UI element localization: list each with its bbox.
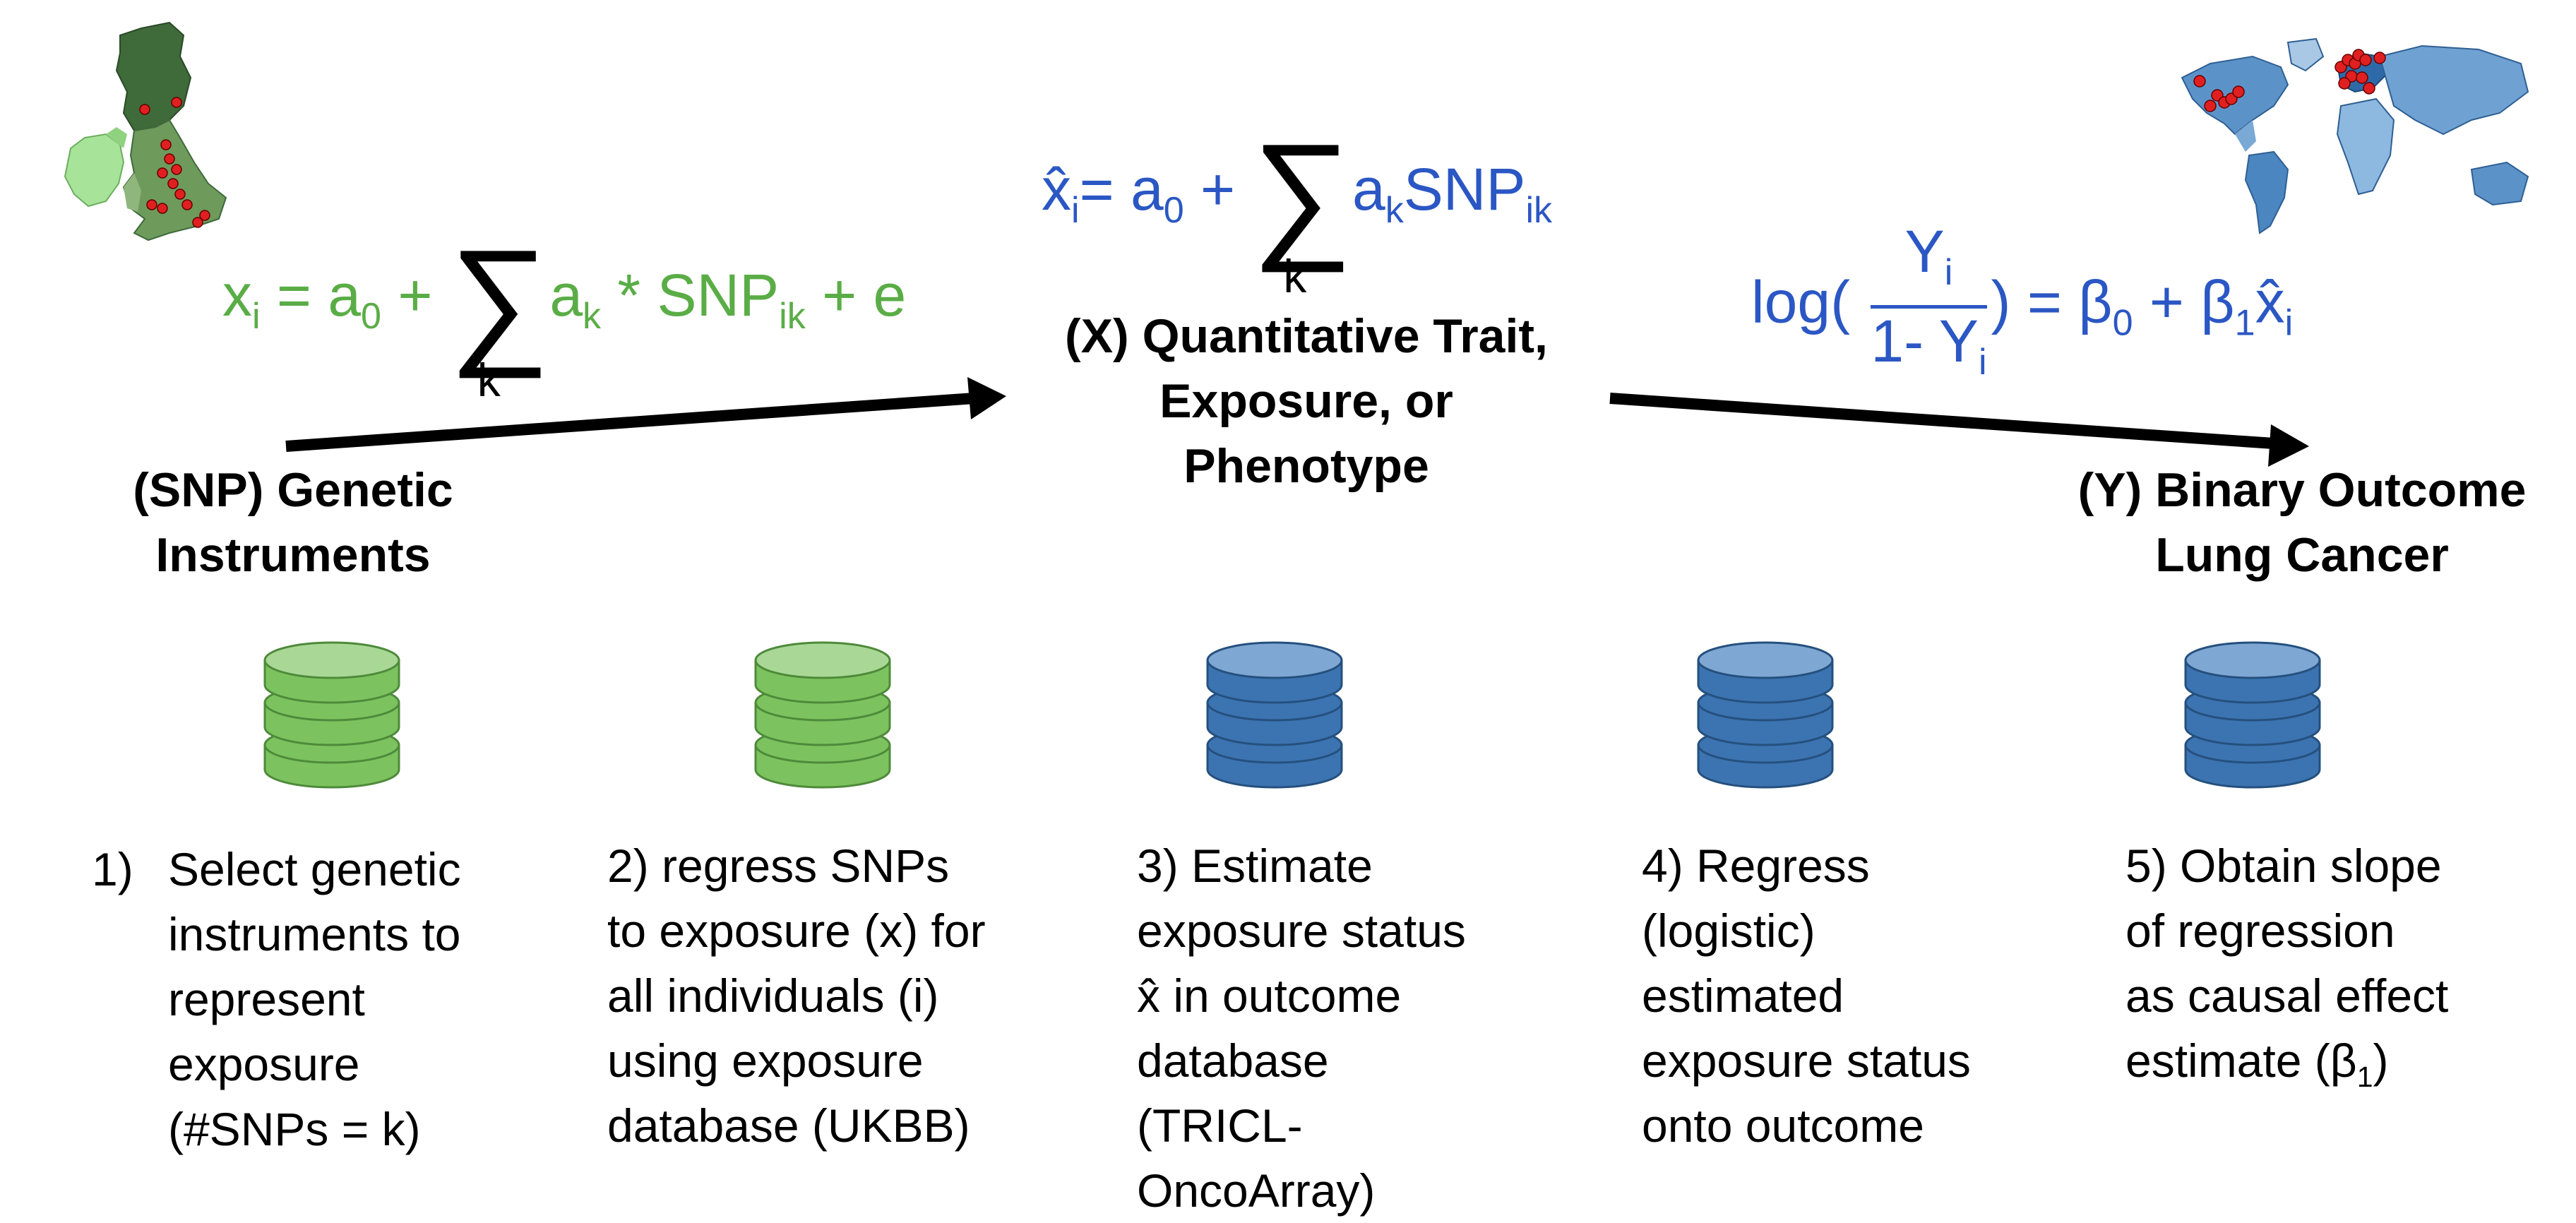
step-5-line: of regression (2125, 905, 2395, 957)
step-4-line: exposure status (1642, 1034, 1971, 1087)
equation-snp-exposure: xi = a0 + ∑ k ak * SNPik + e (222, 221, 907, 407)
step-5-line: as causal effect (2125, 970, 2449, 1022)
step-3-line: exposure status (1137, 905, 1466, 957)
step-5-line: 5) Obtain slope (2125, 840, 2442, 892)
arrow-snp-to-x (285, 393, 975, 452)
step-3-line: x̂ in outcome (1137, 970, 1402, 1022)
step-1-line: exposure (168, 1038, 360, 1090)
arrow-snp-to-x-head (967, 377, 1006, 419)
step-1-line: (#SNPs = k) (168, 1103, 421, 1155)
step-1-number: 1) (92, 843, 133, 895)
step-1-line: instruments to (168, 908, 461, 960)
step-1-line: Select genetic (168, 843, 461, 895)
arrow-x-to-y (1609, 393, 2274, 449)
sigma-symbol: ∑ (1251, 115, 1352, 273)
database-icon (754, 641, 891, 789)
sum-index: k (1283, 250, 1307, 302)
step-2-line: 2) regress SNPs (607, 840, 950, 892)
step-5: 5) Obtain slope of regression as causal … (2125, 833, 2448, 1109)
database-icon (263, 641, 400, 789)
step-2-line: using exposure (607, 1034, 924, 1087)
step-5-line-last: estimate (β1) (2125, 1034, 2389, 1094)
world-map-icon (2181, 37, 2529, 234)
step-3-line: OncoArray) (1137, 1164, 1376, 1217)
step-3-line: 3) Estimate (1137, 840, 1373, 892)
step-4-line: (logistic) (1642, 905, 1815, 957)
database-icon (1206, 641, 1343, 789)
equation-logistic: log( Yi 1- Yi ) = β0 + β1x̂i (1751, 218, 2294, 383)
step-2-line: to exposure (x) for (607, 905, 986, 957)
step-4-line: estimated (1642, 970, 1844, 1022)
sum-index: k (477, 354, 501, 406)
uk-map-icon (64, 21, 227, 241)
database-icon (2184, 641, 2321, 789)
sigma-symbol: ∑ (448, 221, 550, 378)
step-1: 1) Select genetic instruments to represe… (92, 837, 461, 1162)
arrow-x-to-y-head (2268, 424, 2309, 467)
step-2-line: database (UKBB) (607, 1099, 970, 1152)
step-3-line: (TRICL- (1137, 1099, 1303, 1152)
step-3-line: database (1137, 1034, 1329, 1087)
step-3: 3) Estimate exposure status x̂ in outcom… (1137, 833, 1466, 1223)
step-1-line: represent (168, 973, 365, 1025)
step-4-line: 4) Regress (1642, 840, 1870, 892)
step-4-line: onto outcome (1642, 1099, 1924, 1152)
step-2-line: all individuals (i) (607, 970, 939, 1022)
equation-exposure-estimate: x̂i= a0 + ∑ k akSNPik (1042, 115, 1553, 303)
step-4: 4) Regress (logistic) estimated exposure… (1642, 833, 1971, 1158)
step-2: 2) regress SNPs to exposure (x) for all … (607, 833, 986, 1158)
database-icon (1697, 641, 1834, 789)
